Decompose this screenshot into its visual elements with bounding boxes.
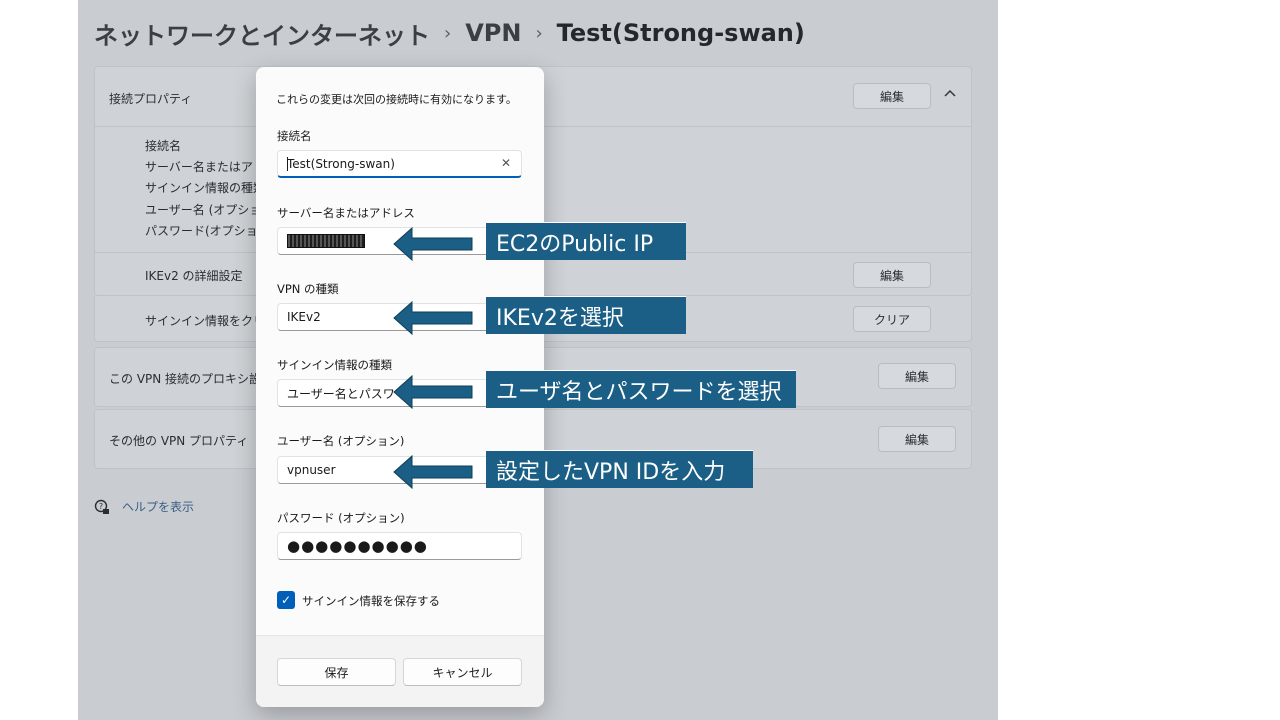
chevron-up-icon[interactable]	[944, 87, 956, 103]
dialog-footer: 保存 キャンセル	[256, 635, 544, 707]
svg-text:?: ?	[99, 502, 103, 511]
arrow-left-icon	[393, 227, 473, 261]
password-input[interactable]: ●●●●●●●●●●	[277, 532, 522, 560]
password-value: ●●●●●●●●●●	[287, 537, 428, 555]
detail-password: パスワード(オプション)	[145, 224, 275, 238]
dialog-note: これらの変更は次回の接続時に有効になります。	[276, 93, 517, 106]
close-icon[interactable]: ✕	[500, 156, 511, 170]
help-link[interactable]: ? ヘルプを表示	[94, 498, 194, 515]
callout-signin-type: ユーザ名とパスワードを選択	[486, 370, 796, 408]
arrow-left-icon	[393, 301, 473, 335]
password-label: パスワード (オプション)	[277, 511, 405, 525]
checkmark-icon: ✓	[280, 593, 292, 607]
server-label: サーバー名またはアドレス	[277, 206, 415, 220]
arrow-left-icon	[393, 375, 473, 409]
save-signin-checkbox[interactable]: ✓	[277, 591, 295, 609]
edit-connection-button[interactable]: 編集	[853, 83, 931, 109]
connection-details: 接続名 サーバー名またはアドレス サインイン情報の種類 ユーザー名 (オプション…	[95, 126, 971, 252]
signin-type-value: ユーザー名とパスワード	[287, 386, 419, 401]
other-properties-label: その他の VPN プロパティ	[109, 434, 249, 448]
edit-proxy-button[interactable]: 編集	[878, 363, 956, 389]
edit-ikev2-button[interactable]: 編集	[853, 262, 931, 288]
help-chat-icon: ?	[94, 499, 110, 515]
signin-type-label: サインイン情報の種類	[277, 358, 392, 372]
username-value: vpnuser	[287, 463, 336, 477]
callout-server: EC2のPublic IP	[486, 222, 686, 260]
breadcrumb-current: Test(Strong-swan)	[556, 19, 805, 47]
detail-username: ユーザー名 (オプション)	[145, 203, 278, 217]
save-signin-label: サインイン情報を保存する	[302, 594, 440, 608]
proxy-settings-label: この VPN 接続のプロキシ設定	[109, 372, 274, 386]
callout-username: 設定したVPN IDを入力	[486, 450, 753, 488]
vpn-type-label: VPN の種類	[277, 282, 339, 296]
edit-other-button[interactable]: 編集	[878, 426, 956, 452]
clear-signin-button[interactable]: クリア	[853, 306, 931, 332]
detail-signin-type: サインイン情報の種類	[145, 181, 266, 195]
save-button[interactable]: 保存	[277, 658, 396, 686]
breadcrumb: ネットワークとインターネット › VPN › Test(Strong-swan)	[94, 16, 805, 50]
username-label: ユーザー名 (オプション)	[277, 434, 405, 448]
breadcrumb-vpn[interactable]: VPN	[465, 19, 522, 47]
breadcrumb-separator: ›	[535, 22, 543, 44]
vpn-type-value: IKEv2	[287, 310, 321, 324]
callout-vpn-type: IKEv2を選択	[486, 296, 686, 334]
connection-name-label: 接続名	[277, 129, 312, 143]
breadcrumb-separator: ›	[444, 22, 452, 44]
connection-name-value: Test(Strong-swan)	[287, 156, 395, 171]
help-link-label[interactable]: ヘルプを表示	[122, 500, 195, 514]
ikev2-advanced-label: IKEv2 の詳細設定	[145, 269, 243, 283]
text-caret	[287, 156, 288, 171]
connection-name-input[interactable]: Test(Strong-swan) ✕	[277, 150, 522, 178]
detail-connection-name: 接続名	[145, 139, 182, 153]
breadcrumb-network[interactable]: ネットワークとインターネット	[94, 21, 430, 50]
masked-ip-address	[287, 234, 365, 248]
arrow-left-icon	[393, 455, 473, 489]
cancel-button[interactable]: キャンセル	[403, 658, 522, 686]
detail-server: サーバー名またはアドレス	[145, 160, 289, 174]
connection-properties-title: 接続プロパティ	[109, 92, 193, 106]
